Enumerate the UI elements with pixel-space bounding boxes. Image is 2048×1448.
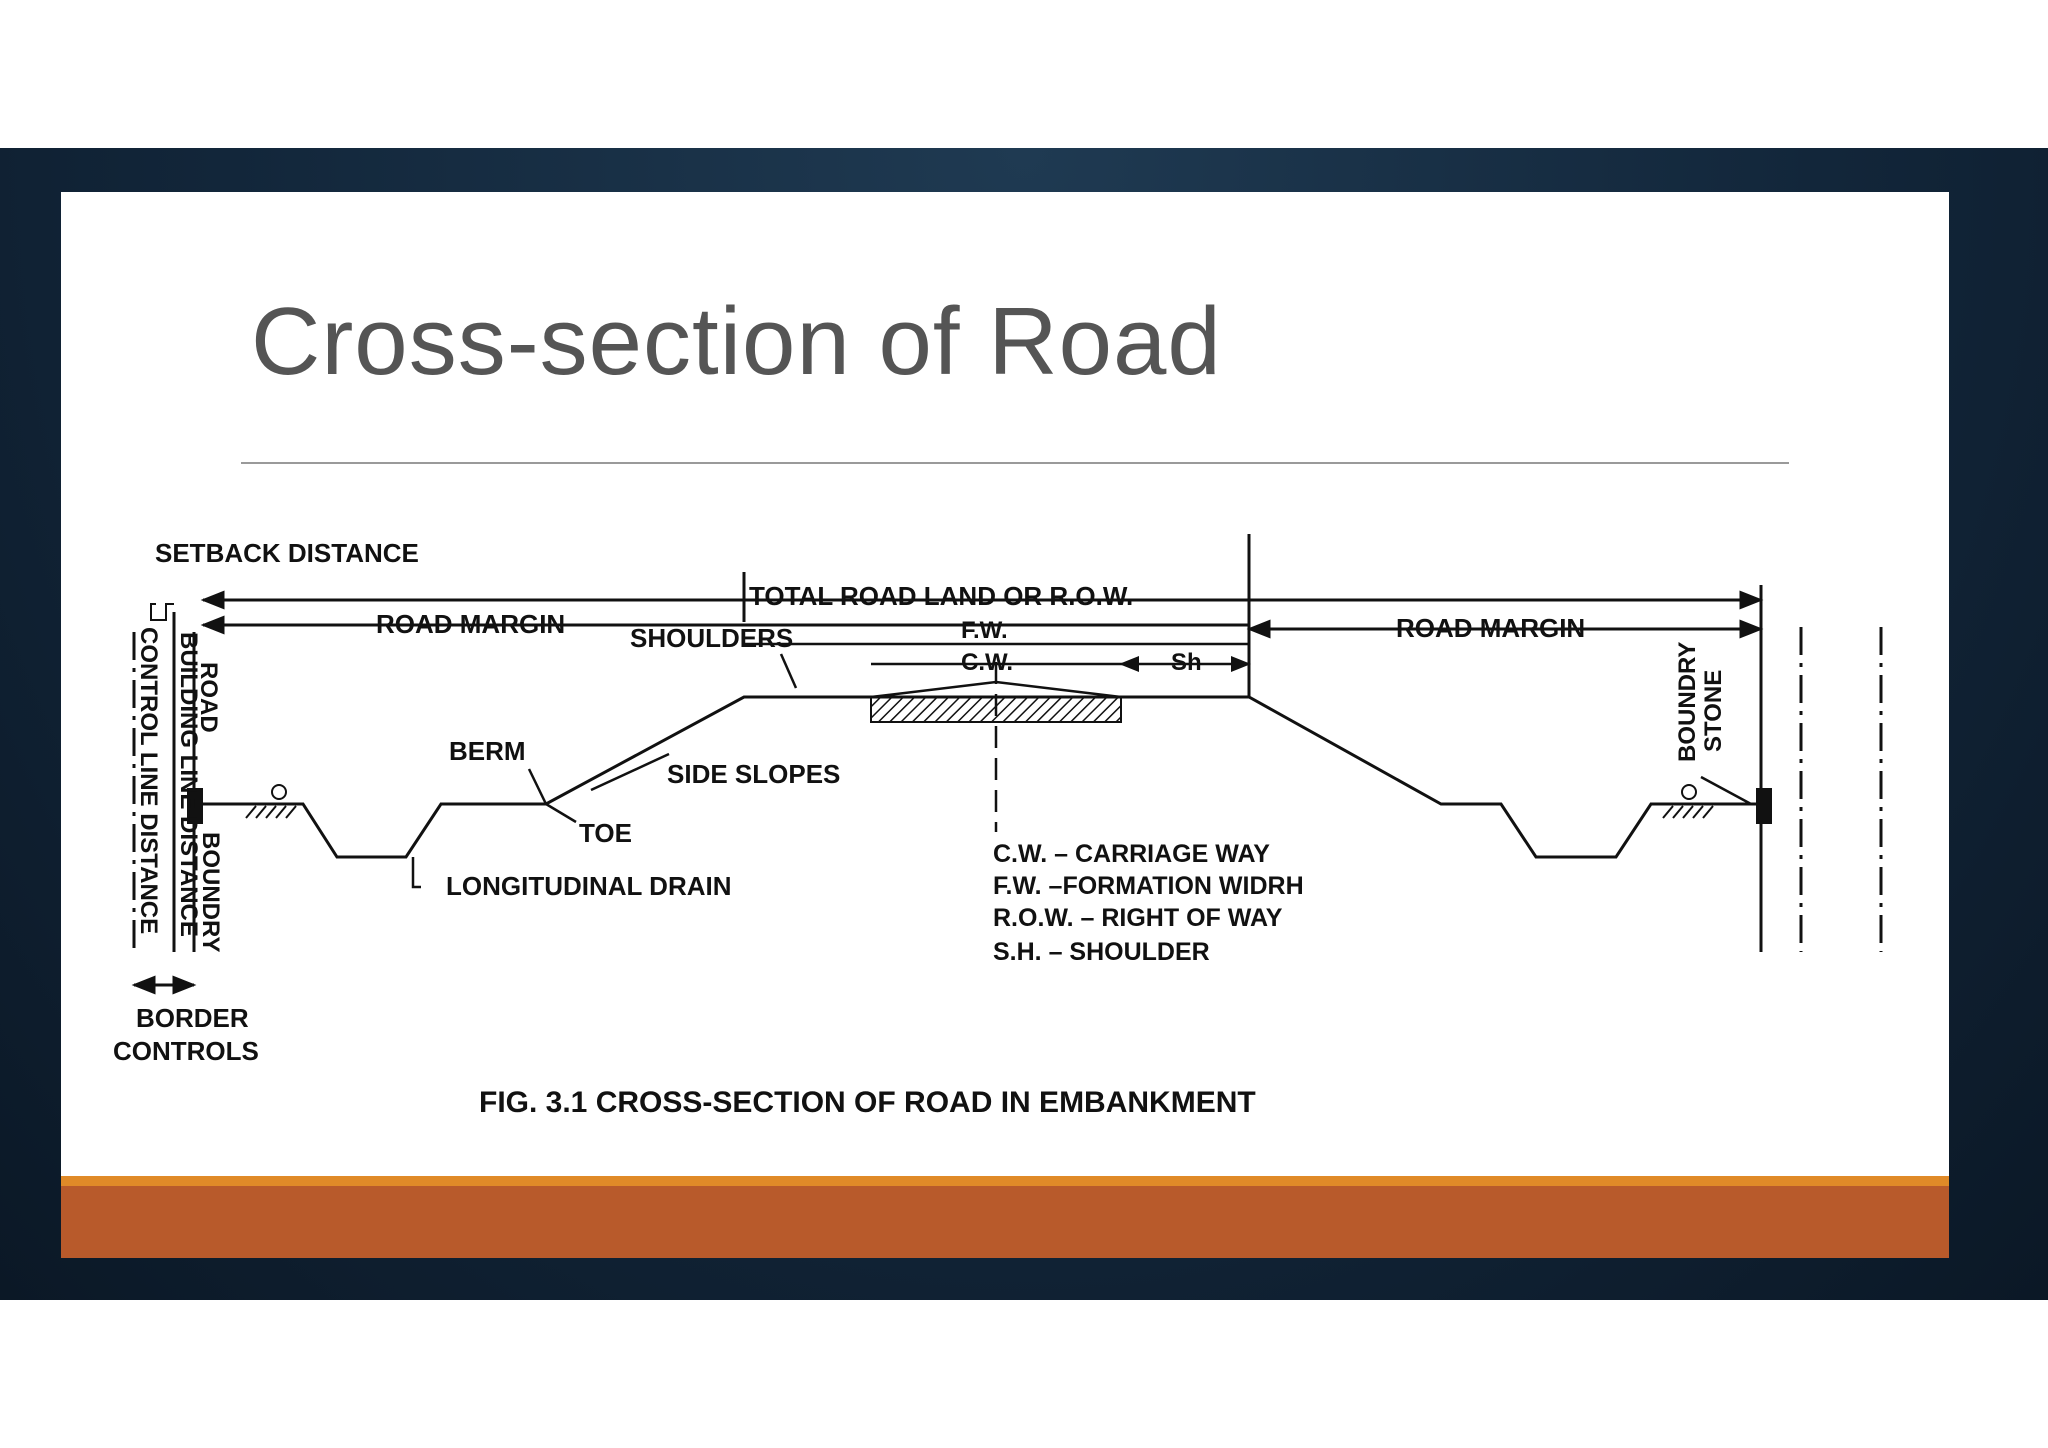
road-label: ROAD bbox=[195, 662, 222, 733]
setback-distance-label: SETBACK DISTANCE bbox=[155, 538, 419, 568]
left-boundary-stone bbox=[187, 788, 203, 824]
cw-label: C.W. bbox=[961, 649, 1013, 676]
border-controls-label-2: CONTROLS bbox=[113, 1036, 259, 1066]
toe-label: TOE bbox=[579, 818, 632, 848]
figure-caption: FIG. 3.1 CROSS-SECTION OF ROAD IN EMBANK… bbox=[479, 1086, 1256, 1119]
road-margin-right-label: ROAD MARGIN bbox=[1396, 613, 1585, 643]
slide-card: Cross-section of Road bbox=[61, 192, 1949, 1258]
legend-item: S.H. – SHOULDER bbox=[993, 938, 1210, 966]
sh-label: Sh bbox=[1171, 649, 1202, 676]
boundry-stone-label-2: STONE bbox=[1700, 670, 1727, 752]
right-vertical-lines bbox=[1759, 585, 1883, 952]
setback-leader bbox=[150, 603, 174, 621]
berm-label: BERM bbox=[449, 736, 526, 766]
building-line-distance-label: BUILDING LINE DISTANCE bbox=[175, 632, 202, 937]
right-boundary-stone bbox=[1756, 788, 1772, 824]
legend-item: R.O.W. – RIGHT OF WAY bbox=[993, 904, 1283, 932]
annotation-leaders bbox=[411, 653, 1752, 889]
road-margin-left-label: ROAD MARGIN bbox=[376, 609, 565, 639]
slide-title: Cross-section of Road bbox=[251, 288, 1222, 395]
legend-item: C.W. – CARRIAGE WAY bbox=[993, 840, 1270, 868]
left-grass-hatch bbox=[245, 784, 297, 819]
carriageway-pavement bbox=[870, 696, 1122, 723]
boundry-label: BOUNDRY bbox=[197, 832, 224, 952]
legend-item: F.W. –FORMATION WIDRH bbox=[993, 872, 1304, 900]
boundry-stone-label-1: BOUNDRY bbox=[1674, 642, 1701, 762]
total-road-land-label: TOTAL ROAD LAND OR R.O.W. bbox=[749, 581, 1133, 611]
title-divider bbox=[241, 462, 1789, 464]
shoulders-label: SHOULDERS bbox=[630, 623, 793, 653]
control-line-distance-label: CONTROL LINE DISTANCE bbox=[135, 627, 162, 934]
side-slopes-label: SIDE SLOPES bbox=[667, 759, 840, 789]
border-controls-label-1: BORDER bbox=[136, 1003, 249, 1033]
footer-accent-bar bbox=[61, 1176, 1949, 1258]
carriageway-camber bbox=[870, 680, 1122, 699]
fw-label: F.W. bbox=[961, 617, 1008, 644]
longitudinal-drain-label: LONGITUDINAL DRAIN bbox=[446, 871, 732, 901]
road-cross-section-diagram: SETBACK DISTANCE TOTAL ROAD LAND OR R.O.… bbox=[113, 534, 1883, 1119]
right-grass-hatch bbox=[1662, 784, 1714, 819]
